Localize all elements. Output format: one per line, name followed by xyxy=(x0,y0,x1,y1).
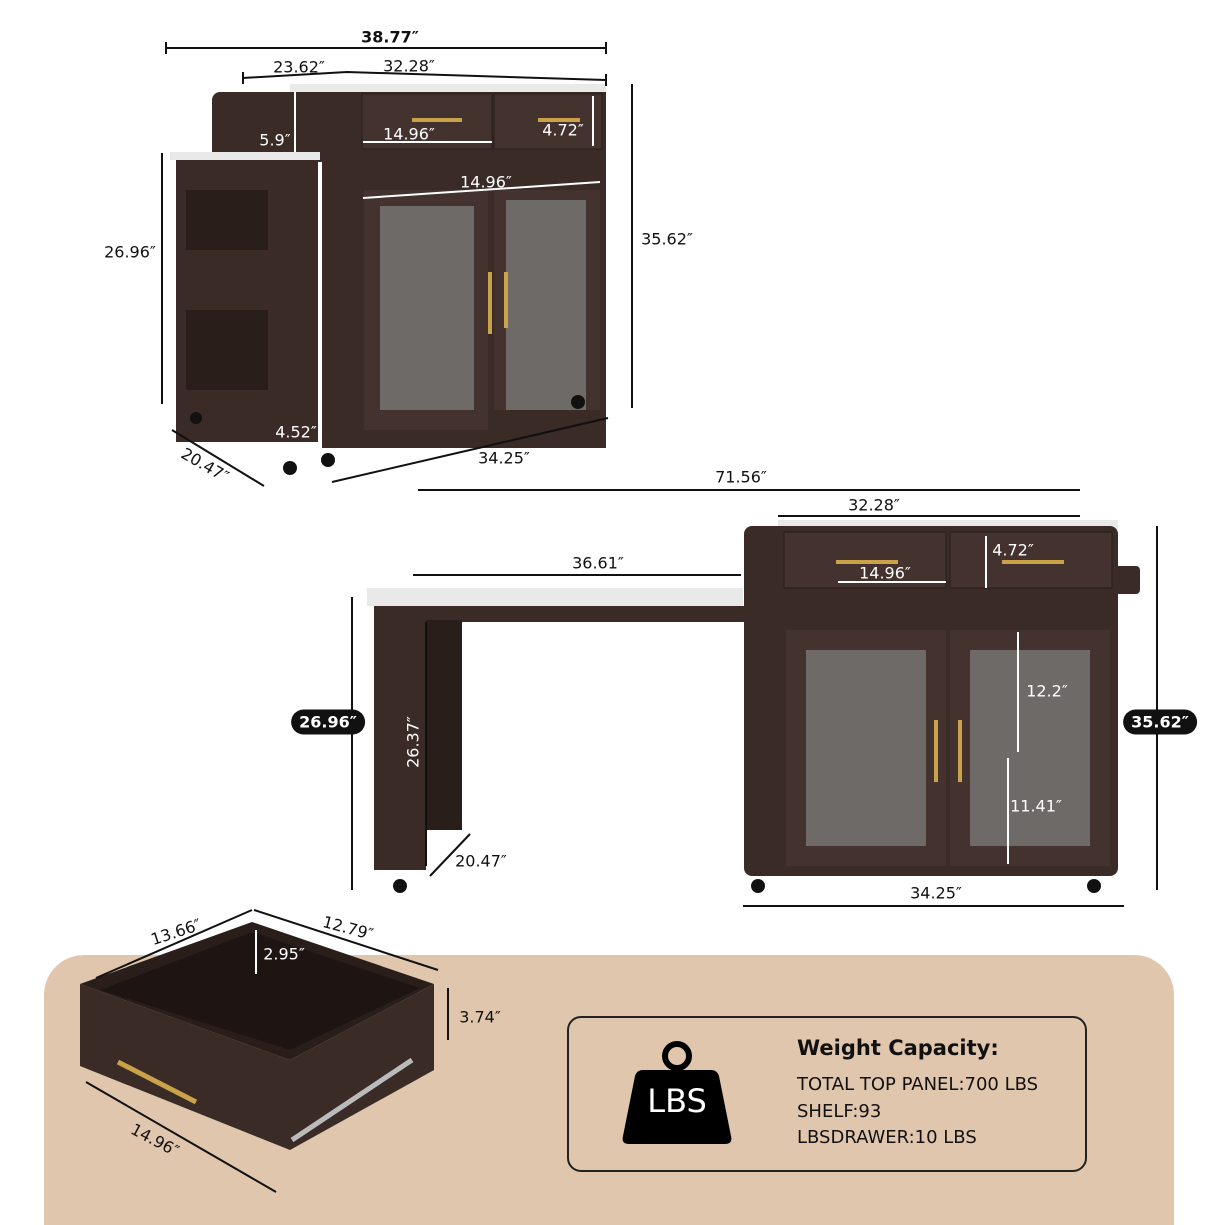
ext-extension-height: 26.96″ xyxy=(291,709,365,735)
dim-base-width: 34.25″ xyxy=(478,448,530,468)
weight-icon-text: LBS xyxy=(647,1082,707,1120)
dim-door-width: 14.96″ xyxy=(460,172,512,192)
ext-extension-width: 36.61″ xyxy=(572,553,624,573)
ext-top-width: 32.28″ xyxy=(848,495,900,515)
dim-drawer-width: 14.96″ xyxy=(383,124,435,144)
ext-leg-depth: 20.47″ xyxy=(455,851,507,871)
ext-overall-width: 71.56″ xyxy=(715,467,767,487)
top-view-white-dimension-lines xyxy=(294,92,601,199)
weight-title: Weight Capacity: xyxy=(797,1036,999,1060)
ext-drawer-width: 14.96″ xyxy=(859,563,911,583)
ext-upper-shelf: 12.2″ xyxy=(1026,681,1068,701)
drawer-illustration xyxy=(80,922,434,1150)
dim-side-height: 26.96″ xyxy=(104,242,156,262)
dim-drawer-height: 4.72″ xyxy=(542,120,584,140)
dim-left-top-width: 23.62″ xyxy=(273,57,325,77)
weight-capacity-box: LBS Weight Capacity: TOTAL TOP PANEL:700… xyxy=(567,1016,1087,1172)
ext-base-width: 34.25″ xyxy=(910,883,962,903)
dim-total-height: 35.62″ xyxy=(641,229,693,249)
dim-right-top-width: 32.28″ xyxy=(383,56,435,76)
drawer-height: 3.74″ xyxy=(459,1007,501,1027)
ext-leg-height: 26.37″ xyxy=(403,716,423,768)
dim-side-depth: 4.52″ xyxy=(275,422,317,442)
drawer-dimension-lines xyxy=(85,909,449,1193)
weight-line-top-panel: TOTAL TOP PANEL:700 LBS xyxy=(797,1074,1039,1095)
ext-lower-shelf: 11.41″ xyxy=(1010,796,1062,816)
weight-line-shelf: SHELF:93 xyxy=(797,1101,882,1122)
dim-overall-width: 38.77″ xyxy=(361,27,419,47)
weight-lbs-icon xyxy=(622,1041,732,1144)
drawer-inner-height: 2.95″ xyxy=(263,944,305,964)
extended-view-white-dimension-lines xyxy=(838,536,1019,864)
extended-view-cabinet xyxy=(367,520,1140,893)
top-view-dimension-lines xyxy=(161,42,633,487)
weight-line-drawer: LBSDRAWER:10 LBS xyxy=(797,1127,977,1148)
top-view-cabinet xyxy=(170,84,606,475)
ext-total-height: 35.62″ xyxy=(1123,709,1197,735)
ext-drawer-height: 4.72″ xyxy=(992,540,1034,560)
dim-shelf-height: 5.9″ xyxy=(259,130,291,150)
extended-view-dimension-lines xyxy=(351,489,1158,907)
